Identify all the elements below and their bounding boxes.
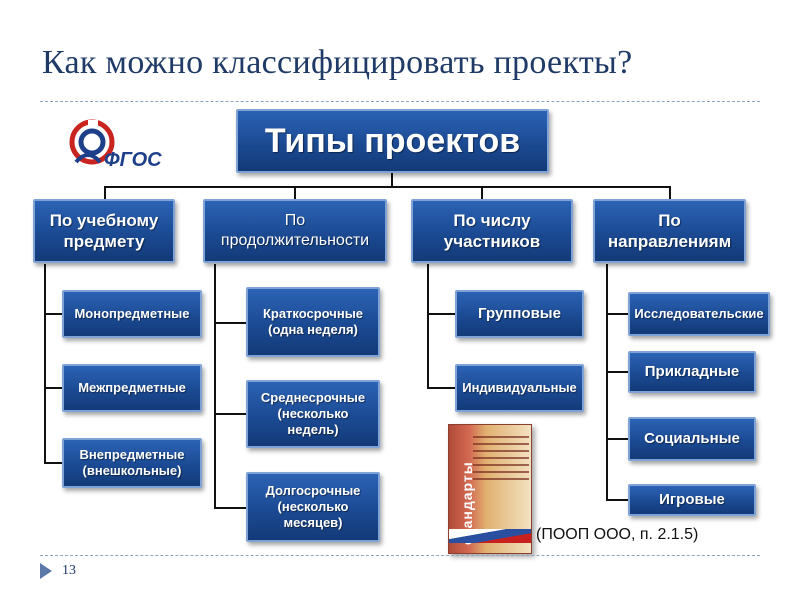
- connector: [104, 186, 670, 188]
- leaf-node: Долгосрочные (несколько месяцев): [246, 472, 380, 542]
- leaf-node: Социальные: [628, 417, 756, 461]
- connector: [606, 264, 608, 500]
- connector: [104, 186, 106, 200]
- footer-divider: [40, 555, 760, 556]
- leaf-node: Групповые: [455, 290, 584, 338]
- category-node: По числу участников: [411, 199, 573, 263]
- next-slide-arrow-icon[interactable]: [40, 563, 52, 579]
- connector: [44, 313, 62, 315]
- connector: [214, 413, 246, 415]
- root-node: Типы проектов: [236, 109, 549, 173]
- leaf-node: Игровые: [628, 484, 756, 516]
- connector: [44, 387, 62, 389]
- connector: [44, 264, 46, 463]
- leaf-node: Прикладные: [628, 351, 756, 393]
- leaf-node: Среднесрочные (несколько недель): [246, 380, 380, 448]
- connector: [214, 507, 246, 509]
- connector: [214, 322, 246, 324]
- page-number: 13: [62, 563, 76, 578]
- connector: [294, 186, 296, 200]
- source-caption: (ПООП ООО, п. 2.1.5): [536, 526, 699, 543]
- connector: [427, 313, 455, 315]
- connector: [606, 438, 628, 440]
- category-node: По направлениям: [593, 199, 746, 263]
- leaf-node: Внепредметные (внешкольные): [62, 438, 202, 488]
- category-node: По продолжительности: [203, 199, 387, 263]
- connector: [606, 499, 628, 501]
- leaf-node: Монопредметные: [62, 290, 202, 338]
- fgos-logo: ФГОС: [69, 119, 162, 171]
- connector: [481, 186, 483, 200]
- slide-title: Как можно классифицировать проекты?: [42, 44, 633, 81]
- connector: [427, 264, 429, 388]
- book-flag-stripe: [449, 529, 531, 543]
- leaf-node: Исследовательские: [628, 292, 770, 336]
- leaf-node: Межпредметные: [62, 364, 202, 412]
- connector: [669, 186, 671, 200]
- title-divider: [40, 101, 760, 102]
- leaf-node: Индивидуальные: [455, 364, 584, 412]
- connector: [214, 264, 216, 508]
- connector: [427, 387, 455, 389]
- connector: [606, 371, 628, 373]
- standards-book-image: стандарты: [448, 424, 532, 554]
- leaf-node: Краткосрочные (одна неделя): [246, 287, 380, 357]
- book-cover-text-lines: [473, 431, 529, 480]
- connector: [391, 173, 393, 187]
- connector: [606, 313, 628, 315]
- category-node: По учебному предмету: [33, 199, 175, 263]
- logo-text: ФГОС: [104, 149, 162, 171]
- connector: [44, 462, 62, 464]
